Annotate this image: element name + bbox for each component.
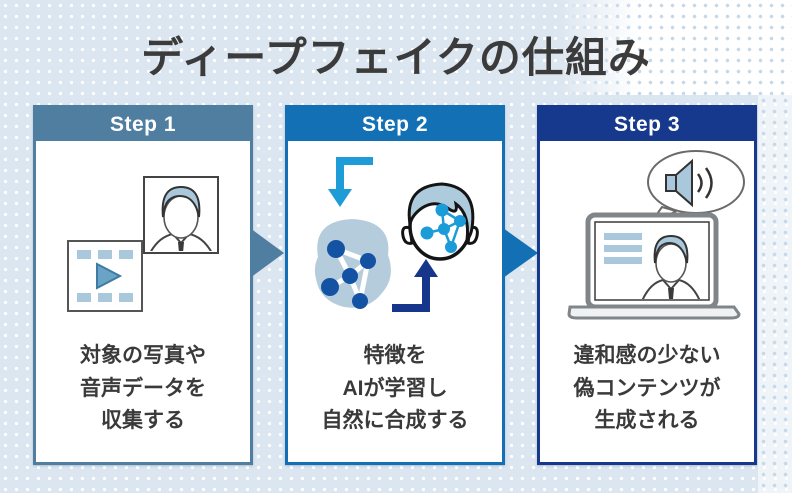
step-1-body: 対象の写真や 音声データを 収集する: [36, 141, 250, 462]
step-2-header: Step 2: [288, 108, 502, 141]
speaker-icon: [665, 158, 713, 208]
step-1-panel: Step 1: [33, 105, 253, 465]
step-1-caption: 対象の写真や 音声データを 収集する: [80, 340, 206, 462]
play-icon: [96, 262, 123, 290]
step-3-icons: [567, 150, 745, 320]
step-3-header: Step 3: [540, 108, 754, 141]
page-title: ディープフェイクの仕組み: [141, 34, 651, 81]
step-2-body: 特徴を AIが学習し 自然に合成する: [288, 141, 502, 462]
face-feature-network-icon: [401, 182, 479, 261]
step-1-caption-line-1: 対象の写真や: [80, 344, 206, 368]
step-1-caption-line-3: 収集する: [101, 409, 185, 433]
step-3-caption-line-2: 偽コンテンツが: [573, 376, 721, 400]
film-frame-icon: [67, 240, 143, 312]
step-3-caption-line-1: 違和感の少ない: [573, 344, 721, 368]
step-2-caption-line-1: 特徴を: [363, 344, 427, 368]
input-down-arrow-icon: [328, 157, 373, 207]
step-3-body: 違和感の少ない 偽コンテンツが 生成される: [540, 141, 754, 462]
arrow-step2-to-step3: [503, 228, 538, 278]
step-3-caption-line-3: 生成される: [594, 409, 700, 433]
halftone-dots-top-right: [557, 0, 792, 95]
step-1-icons: [67, 176, 219, 312]
laptop-deepfake-video-icon: [567, 212, 741, 320]
step-3-caption: 違和感の少ない 偽コンテンツが 生成される: [574, 340, 721, 462]
step-2-caption: 特徴を AIが学習し 自然に合成する: [322, 340, 469, 462]
step-2-panel: Step 2: [285, 105, 505, 465]
step-2-caption-line-2: AIが学習し: [342, 376, 448, 400]
step-1-caption-line-2: 音声データを: [80, 376, 206, 400]
portrait-photo-icon: [143, 176, 219, 254]
generated-face-icon: [641, 234, 701, 299]
arrow-step1-to-step2: [250, 228, 284, 278]
halftone-dots-right-edge: [758, 95, 792, 493]
step-3-panel: Step 3: [537, 105, 757, 465]
ai-head-network-icon: [314, 219, 391, 309]
step-1-header: Step 1: [36, 108, 250, 141]
step-2-caption-line-3: 自然に合成する: [321, 409, 469, 433]
step-2-icons: [314, 157, 479, 312]
output-up-arrow-icon: [392, 259, 438, 312]
